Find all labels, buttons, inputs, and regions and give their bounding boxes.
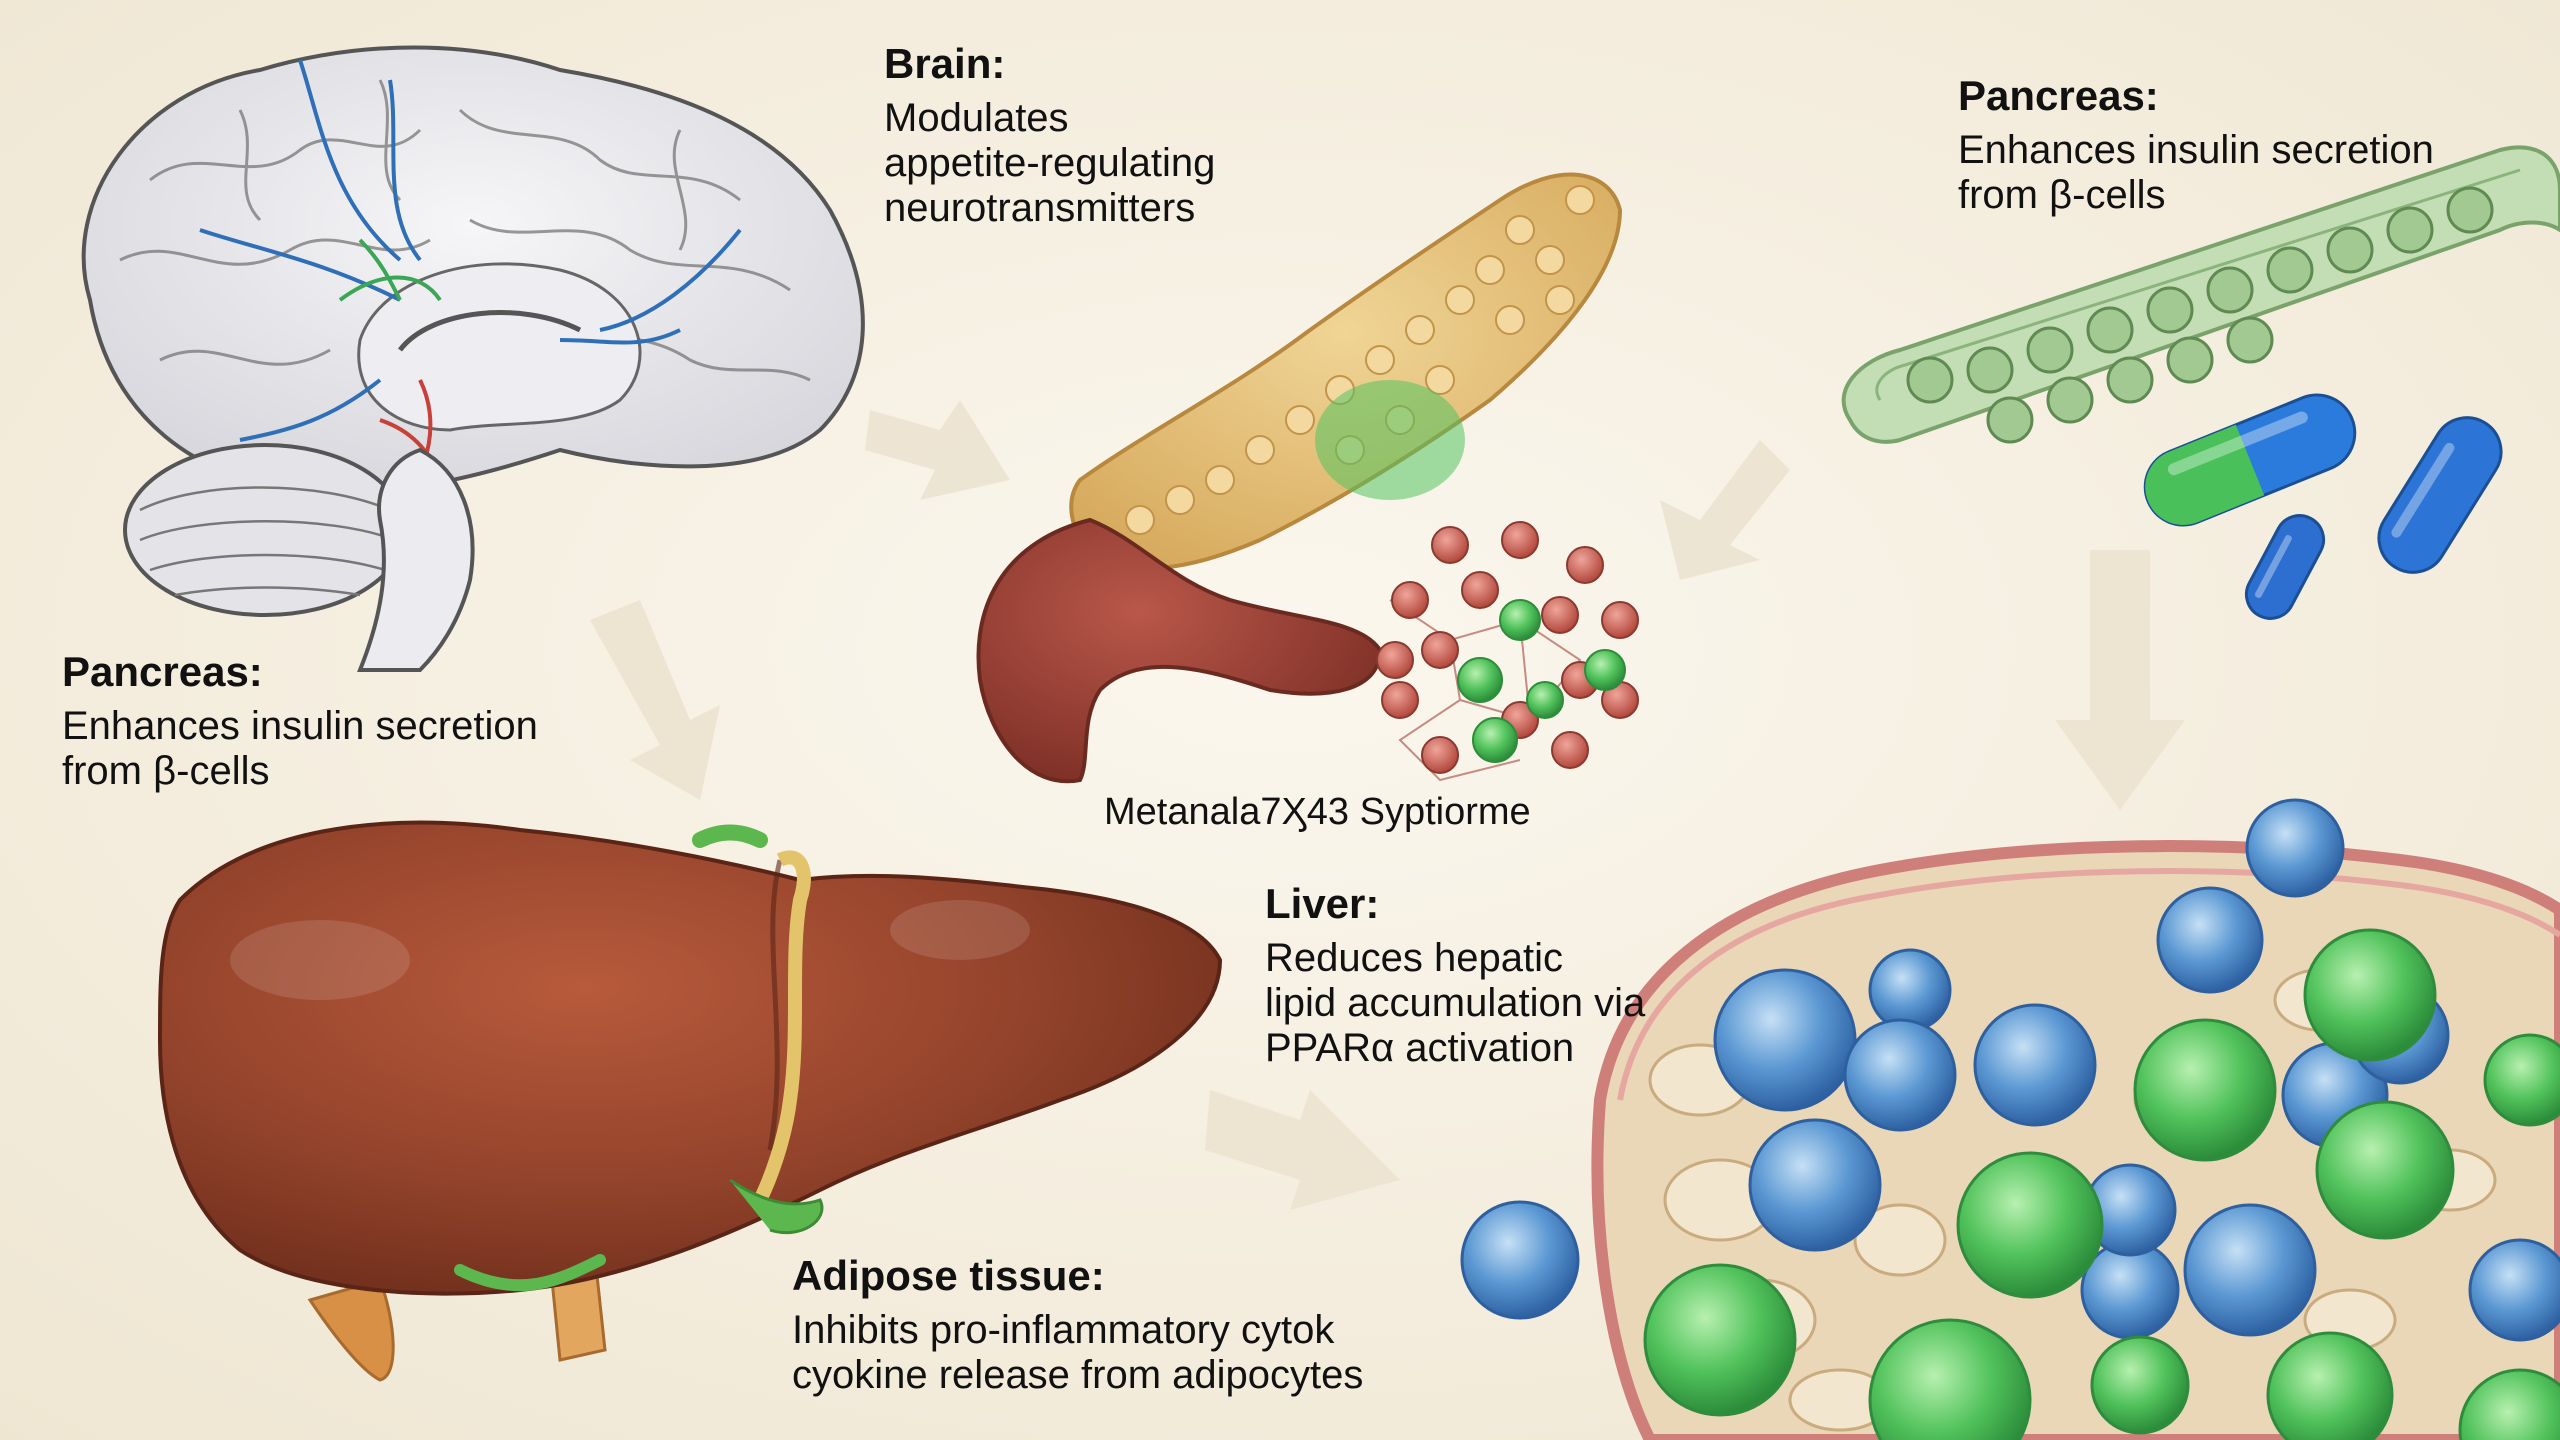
liver-label: Liver: Reduces hepatic lipid accumulatio…: [1265, 880, 1695, 1071]
duodenum: [976, 517, 1383, 784]
liver-line-3: PPARα activation: [1265, 1026, 1575, 1070]
islet-cluster: [1315, 380, 1465, 500]
brain-label: Brain: Modulates appetite-regulating neu…: [884, 40, 1304, 231]
liver-title: Liver:: [1265, 880, 1380, 927]
center-caption: Metanala7Ӽ43 Syptiorme: [1104, 791, 1531, 833]
liver-line-1: Reduces hepatic: [1265, 936, 1563, 980]
pancreas-right-title: Pancreas:: [1958, 72, 2159, 119]
pancreas-right-line-2: from β-cells: [1958, 173, 2166, 217]
adipose-line-1: Inhibits pro-inflammatory cytok: [792, 1308, 1335, 1352]
adipose-tissue-icon: [1460, 798, 2560, 1440]
cell-cluster: [1376, 521, 1639, 782]
pancreas-left-label: Pancreas: Enhances insulin secretion fro…: [62, 648, 622, 794]
adipose-label: Adipose tissue: Inhibits pro-inflammator…: [792, 1252, 1412, 1398]
brain-line-3: neurotransmitters: [884, 186, 1196, 230]
liver-line-2: lipid accumulation via: [1265, 981, 1646, 1025]
pancreas-right-label: Pancreas: Enhances insulin secretion fro…: [1958, 72, 2478, 218]
intestine-icon: [1841, 145, 2560, 444]
adipose-line-2: cyokine release from adipocytes: [792, 1353, 1364, 1397]
pancreas-right-line-1: Enhances insulin secretion: [1958, 128, 2434, 172]
liver-icon: [157, 820, 1223, 1382]
brain-line-1: Modulates: [884, 96, 1069, 140]
brainstem: [357, 447, 475, 672]
pancreas-icon: [976, 172, 1623, 784]
adipose-title: Adipose tissue:: [792, 1252, 1105, 1299]
flow-arrow-icon: [590, 400, 2185, 1210]
capsule-icon: [2143, 393, 2503, 620]
pancreas-left-line-2: from β-cells: [62, 749, 270, 793]
brain-line-2: appetite-regulating: [884, 141, 1216, 185]
brain-title: Brain:: [884, 40, 1006, 87]
pancreas-left-line-1: Enhances insulin secretion: [62, 704, 538, 748]
pancreas-left-title: Pancreas:: [62, 648, 263, 695]
brain-icon: [81, 45, 865, 672]
